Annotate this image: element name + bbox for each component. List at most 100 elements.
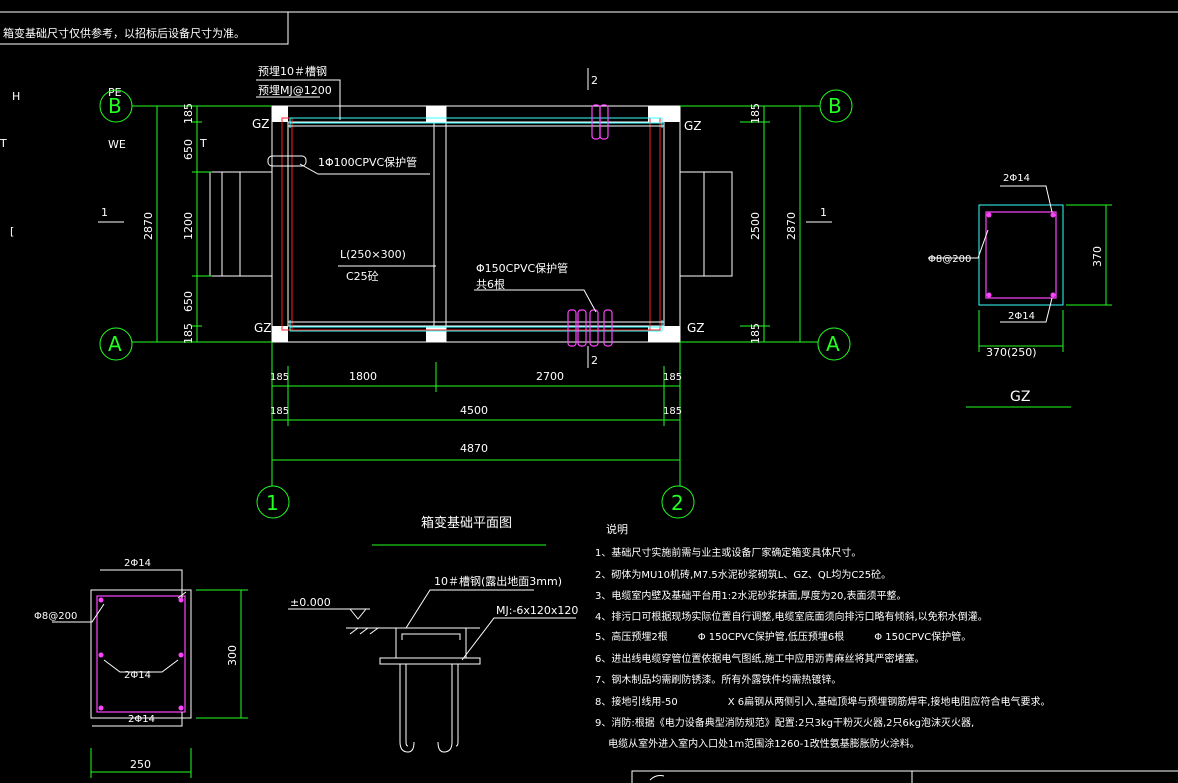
stray-label: [ (10, 225, 14, 238)
foundation-inner-outline (287, 121, 665, 327)
axis-label-2: 2 (671, 491, 684, 515)
leader-line (52, 603, 105, 623)
elevation-label: ±0.000 (290, 596, 331, 609)
callout-beam-grade: C25砼 (346, 270, 379, 283)
channel-profile (395, 627, 467, 640)
gz-column (648, 326, 680, 342)
gz-stirrup-label: Φ8@200 (928, 254, 971, 265)
gz-section-title: GZ (1010, 389, 1030, 405)
stray-label: T (199, 137, 207, 150)
leader-pipe150 (474, 289, 597, 313)
dim-text: 650 (182, 139, 195, 160)
dim-text: 4500 (460, 404, 488, 417)
stray-label: WE (108, 138, 126, 151)
note-item: 8、接地引线用-50 X 6扁钢从两侧引入,基础顶埠与预埋钢筋焊牢,接地电阻应符… (595, 695, 1050, 708)
beam-section-outline (90, 589, 192, 719)
note-item: 2、砌体为MU10机砖,M7.5水泥砂浆砌筑L、GZ、QL均为C25砼。 (595, 568, 891, 581)
axis-label-b: B (108, 94, 122, 118)
axis-bubble-a-right (817, 327, 851, 361)
rebar-outline (281, 117, 661, 331)
left-opening (209, 171, 273, 277)
leader-channel (405, 589, 534, 629)
dim-text: 1200 (182, 212, 195, 240)
dim-text: 185 (663, 372, 682, 383)
note-item: 7、钢木制品均需刷防锈漆。所有外露铁件均需热镀锌。 (595, 673, 841, 686)
gz-column (426, 326, 446, 342)
hook-mark (177, 591, 187, 599)
note-item: 3、电缆室内壁及基础平台用1:2水泥砂浆抹面,厚度为20,表面须平整。 (595, 589, 907, 602)
leader-channel (256, 79, 341, 120)
leader-pipe100 (299, 163, 430, 175)
section-mark: 1 (101, 206, 108, 219)
rebar-dot (178, 705, 184, 711)
callout-pipe150: Φ150CPVC保护管 (476, 261, 568, 275)
callout-channel-detail: 10＃槽钢(露出地面3mm) (434, 574, 562, 588)
right-opening (679, 171, 733, 277)
leader-line (92, 712, 183, 727)
gz-stirrup (985, 211, 1057, 299)
axis-bubble-a-left (99, 327, 133, 361)
note-item: 6、进出线电缆穿管位置依据电气图纸,施工中应用沥青麻丝将其严密堵塞。 (595, 652, 925, 665)
dim-text: 185 (270, 372, 289, 383)
rebar-dot (178, 652, 184, 658)
anchor-bar (455, 664, 459, 747)
beam-top-bar: 2Φ14 (124, 558, 151, 569)
beam-section (52, 569, 248, 778)
rebar-dot (98, 597, 104, 603)
note-item: 5、高压预埋2根 Φ 150CPVC保护管,低压预埋6根 Φ 150CPVC保护… (595, 630, 971, 643)
title-block-edge (631, 770, 1178, 783)
dim-text: 185 (270, 406, 289, 417)
dim-text: 1800 (349, 370, 377, 383)
rebar-dot (178, 597, 184, 603)
axis-label-a: A (826, 332, 840, 356)
axis-label-a: A (108, 332, 122, 356)
notes-block: 说明 1、基础尺寸实施前需与业主或设备厂家确定箱变具体尺寸。 2、砌体为MU10… (595, 522, 1050, 750)
leader-line (1000, 185, 1053, 213)
dim-text-total: 2870 (785, 212, 798, 240)
axis-bubble-2 (661, 485, 695, 519)
axis-label-b: B (828, 94, 842, 118)
rebar-dot (986, 292, 992, 298)
leader-plate (461, 617, 576, 661)
leader-line (103, 659, 179, 673)
stray-label: T (0, 137, 7, 150)
dim-text: 185 (749, 103, 762, 124)
callout-pipe150-count: 共6根 (476, 277, 505, 291)
gz-label: GZ (254, 321, 272, 335)
top-note: 箱变基础尺寸仅供参考，以招标后设备尺寸为准。 (3, 26, 245, 40)
beam-width: 250 (130, 758, 151, 771)
beam-height: 300 (226, 645, 239, 666)
dims-left (152, 105, 212, 343)
gz-height: 370 (1091, 246, 1104, 267)
pvc-pipe-100 (267, 155, 307, 167)
elevation-mark (349, 608, 367, 620)
foundation-outline (271, 105, 681, 343)
gz-column (426, 106, 446, 122)
plan-title: 箱变基础平面图 (421, 515, 512, 531)
stray-label: H (12, 90, 20, 103)
dim-text: 185 (182, 323, 195, 344)
anchor-bar (405, 664, 409, 747)
gz-column (648, 106, 680, 122)
note-box (0, 12, 289, 45)
gz-column (272, 106, 288, 122)
stray-label: PE (108, 86, 122, 99)
dim-text: 185 (749, 323, 762, 344)
note-item: 1、基础尺寸实施前需与业主或设备厂家确定箱变具体尺寸。 (595, 546, 861, 559)
rebar-dot (1050, 212, 1056, 218)
beam-mid-bar: 2Φ14 (124, 670, 151, 681)
gz-label: GZ (687, 321, 705, 335)
beam-bottom-bar: 2Φ14 (128, 714, 155, 725)
rebar-dot (98, 705, 104, 711)
callout-plate: MJ:-6x120x120 (496, 604, 578, 617)
gz-label: GZ (252, 117, 270, 131)
rebar-dot (986, 212, 992, 218)
rebar-dot (1050, 292, 1056, 298)
callout-embed: 预埋MJ@1200 (258, 84, 332, 97)
dim-text-total: 4870 (460, 442, 488, 455)
dim-text: 650 (182, 291, 195, 312)
gz-column (272, 326, 288, 342)
axis-bubble-1 (256, 485, 290, 519)
section-mark: 2 (591, 74, 598, 87)
pvc-pipe-150 (599, 104, 609, 140)
